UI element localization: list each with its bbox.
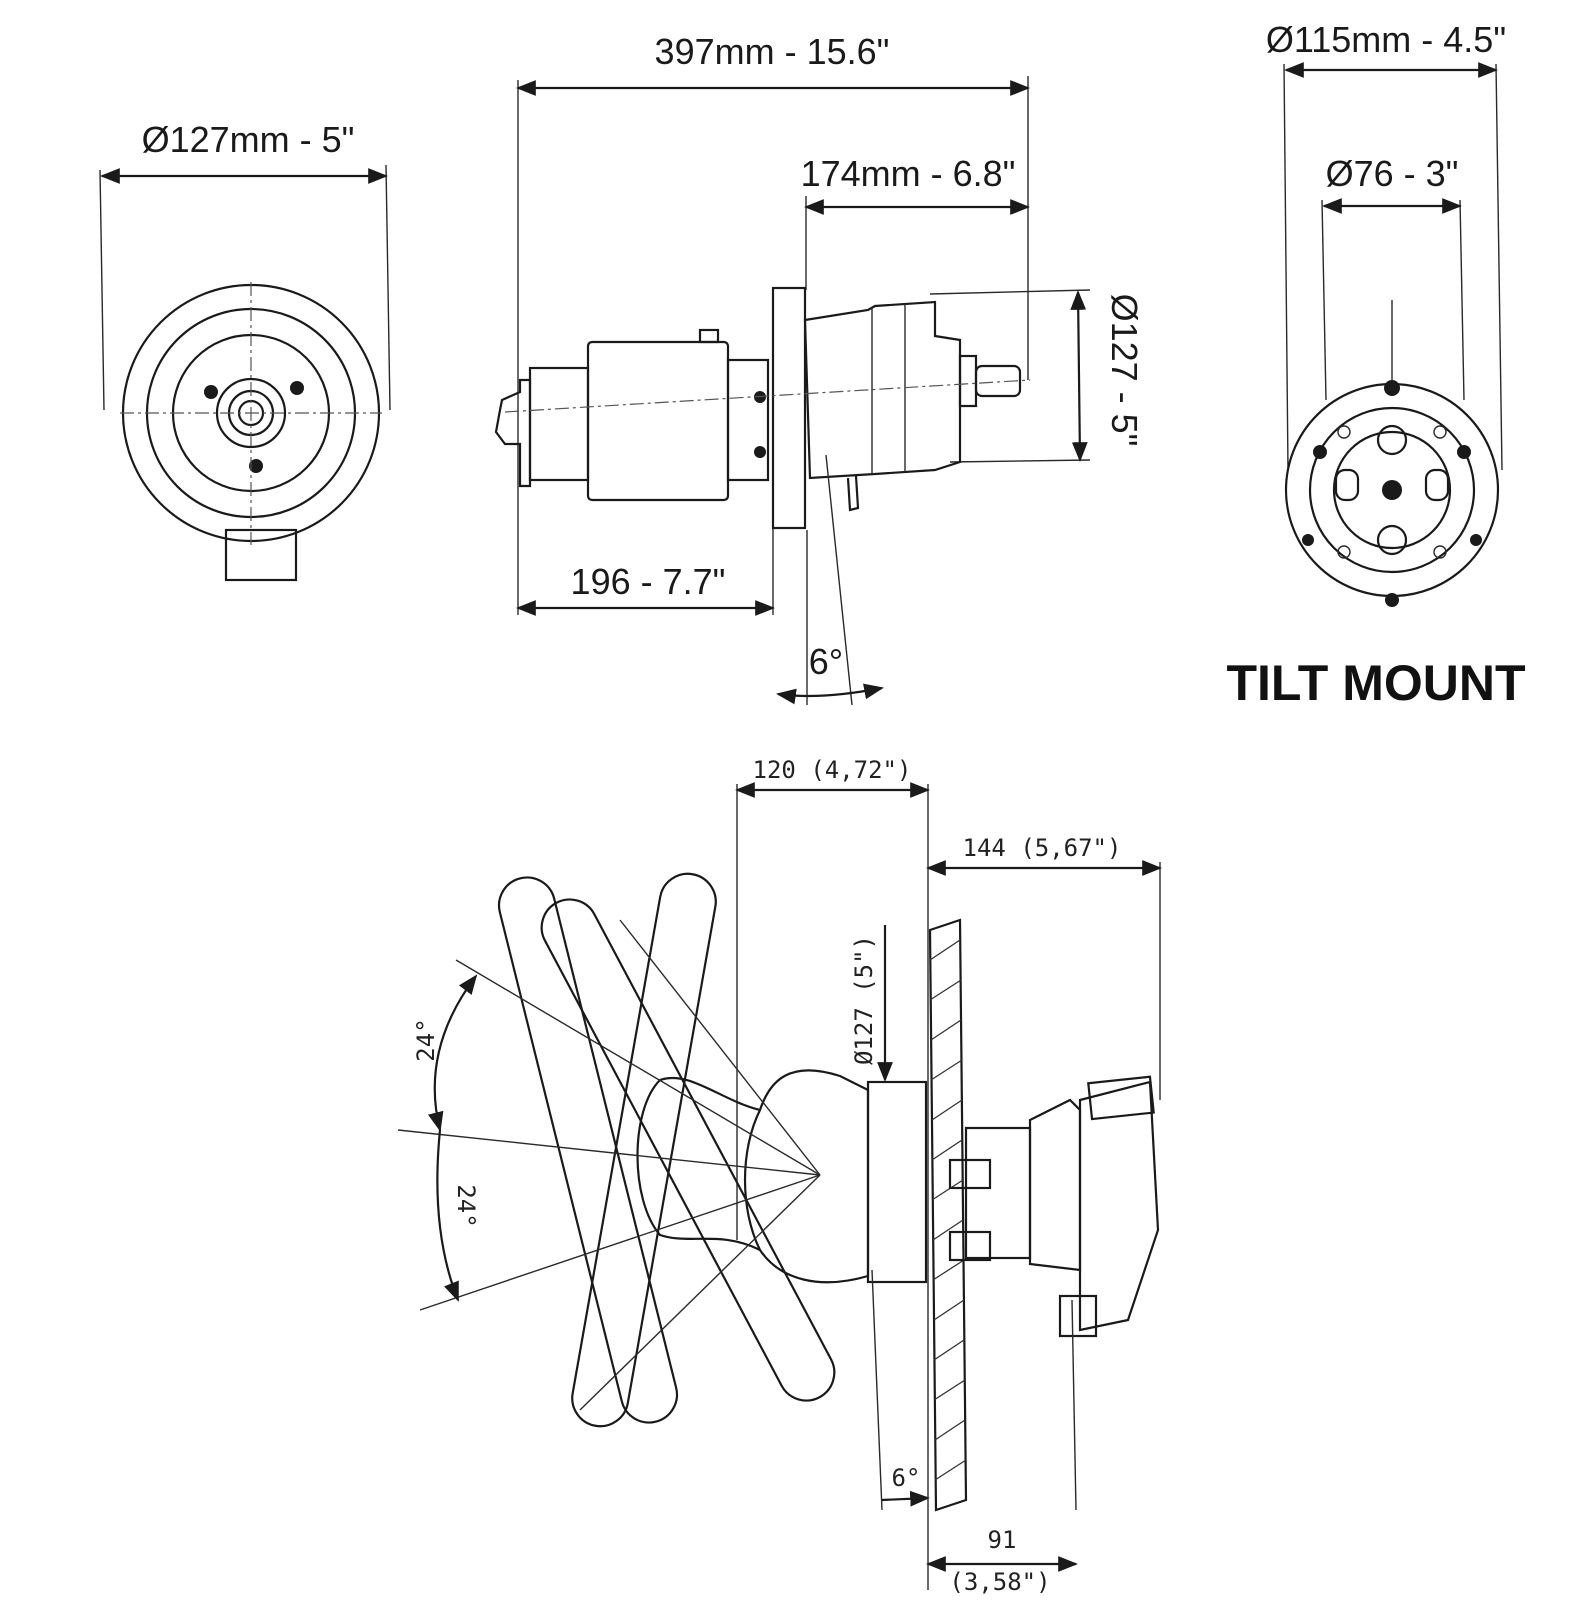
helm-housing bbox=[803, 300, 962, 480]
side-view: 397mm - 15.6" 174mm - 6.8" Ø127 - 5" 196… bbox=[494, 31, 1145, 706]
front-bolt-hole bbox=[249, 459, 263, 473]
pump-rear-block bbox=[528, 366, 590, 482]
extension-line bbox=[929, 289, 1091, 295]
pump-fitting bbox=[494, 378, 532, 488]
mount-outer-diameter-label: Ø115mm - 4.5" bbox=[1266, 19, 1506, 60]
steering-wheel-position bbox=[540, 898, 836, 1402]
front-bolt-hole bbox=[204, 385, 218, 399]
mount-inner-ring bbox=[1308, 406, 1476, 574]
bolt-icon bbox=[1385, 593, 1399, 607]
mount-inner-diameter-label: Ø76 - 3" bbox=[1326, 153, 1459, 194]
extension-line bbox=[385, 164, 391, 411]
mount-screw bbox=[1337, 425, 1351, 439]
bolt-icon bbox=[1457, 445, 1471, 459]
steering-wheel-position bbox=[497, 876, 679, 1424]
bolt-icon bbox=[754, 446, 766, 458]
mounting-flange bbox=[771, 286, 807, 530]
front-bolt-hole bbox=[290, 381, 304, 395]
mount-screw bbox=[1433, 545, 1447, 559]
tilt-angle-label: 6° bbox=[809, 641, 843, 682]
front-length-label: 196 - 7.7" bbox=[571, 561, 726, 602]
mount-clamp bbox=[1424, 468, 1450, 502]
bolt-icon bbox=[1384, 380, 1400, 396]
mount-screw bbox=[1433, 425, 1447, 439]
dim-91-inch-label: (3,58") bbox=[949, 1568, 1050, 1596]
dim-dia-127-label: Ø127 (5") bbox=[850, 935, 878, 1065]
tilt-ray bbox=[619, 919, 821, 1176]
tilt-up-angle-label: 24° bbox=[412, 1018, 440, 1061]
dim-120-label: 120 (4,72") bbox=[753, 756, 912, 784]
dim-144-label: 144 (5,67") bbox=[963, 834, 1122, 862]
bulkhead-hatch bbox=[929, 939, 967, 1481]
steering-wheel-position bbox=[571, 872, 717, 1428]
extension-line bbox=[1459, 199, 1465, 401]
side-diameter-dimension-line bbox=[1070, 290, 1088, 462]
bottom-tilt-angle-label: 6° bbox=[892, 1464, 921, 1492]
bulkhead-panel bbox=[928, 918, 968, 1512]
total-length-label: 397mm - 15.6" bbox=[655, 31, 890, 72]
side-diameter-label: Ø127 - 5" bbox=[1104, 294, 1145, 447]
front-port-fitting bbox=[224, 528, 298, 582]
assembly-view: 120 (4,72") 144 (5,67") Ø127 (5") bbox=[397, 756, 1162, 1596]
front-hub-ring bbox=[215, 377, 287, 449]
bolt-icon bbox=[1313, 445, 1327, 459]
tilt-ray bbox=[579, 1174, 821, 1411]
helm-flange bbox=[866, 1080, 928, 1284]
nut-icon bbox=[948, 1158, 992, 1190]
bolt-icon bbox=[1302, 534, 1314, 546]
tilt-ray bbox=[419, 1174, 821, 1311]
pump-body bbox=[1028, 1098, 1082, 1272]
pump-cap bbox=[698, 328, 720, 344]
tube-fitting bbox=[846, 475, 860, 512]
steering-shaft bbox=[974, 364, 1022, 398]
extension-line bbox=[949, 459, 1091, 463]
tilt-ray bbox=[397, 1129, 821, 1176]
extension-line bbox=[1321, 199, 1327, 401]
tilt-angle-arc bbox=[776, 683, 884, 705]
extension-line bbox=[1071, 1299, 1077, 1511]
tilt-ray bbox=[455, 959, 821, 1176]
tilt-down-angle-label: 24° bbox=[452, 1184, 480, 1227]
pump-cylinder bbox=[586, 340, 730, 502]
centerline bbox=[504, 379, 1031, 413]
tilt-up-arc bbox=[428, 974, 478, 1132]
helm-housing bbox=[743, 1069, 870, 1284]
mount-port bbox=[1376, 424, 1408, 456]
pump-block bbox=[1078, 1080, 1160, 1332]
dim-91-label: 91 bbox=[988, 1526, 1017, 1554]
shaft-collar bbox=[958, 354, 978, 408]
rear-length-label: 174mm - 6.8" bbox=[801, 153, 1016, 194]
tilt-mount-title: TILT MOUNT bbox=[1227, 655, 1526, 711]
mount-screw bbox=[1337, 545, 1351, 559]
extension-line bbox=[99, 169, 105, 411]
pump-fitting bbox=[1058, 1294, 1098, 1338]
angle-reference-line bbox=[825, 454, 853, 706]
front-view: Ø127mm - 5" bbox=[99, 119, 391, 582]
mount-clamp bbox=[1334, 468, 1360, 502]
pump-flange-connector bbox=[726, 358, 770, 482]
nut-icon bbox=[948, 1230, 992, 1262]
rear-adapter bbox=[964, 1126, 1032, 1260]
tilt-mount-view: Ø115mm - 4.5" Ø76 - 3" TILT MOUNT bbox=[1227, 19, 1526, 711]
bottom-tilt-line bbox=[881, 1490, 930, 1507]
mount-plate bbox=[1332, 430, 1452, 550]
extension-line bbox=[1283, 63, 1289, 471]
extension-line bbox=[1495, 63, 1503, 471]
bolt-icon bbox=[1470, 534, 1482, 546]
angle-reference-line bbox=[871, 1269, 883, 1511]
mount-center-bolt bbox=[1382, 480, 1402, 500]
pump-cover bbox=[1087, 1075, 1155, 1121]
tilt-down-arc bbox=[436, 1129, 460, 1302]
mount-port bbox=[1376, 524, 1408, 556]
front-diameter-label: Ø127mm - 5" bbox=[142, 119, 355, 160]
